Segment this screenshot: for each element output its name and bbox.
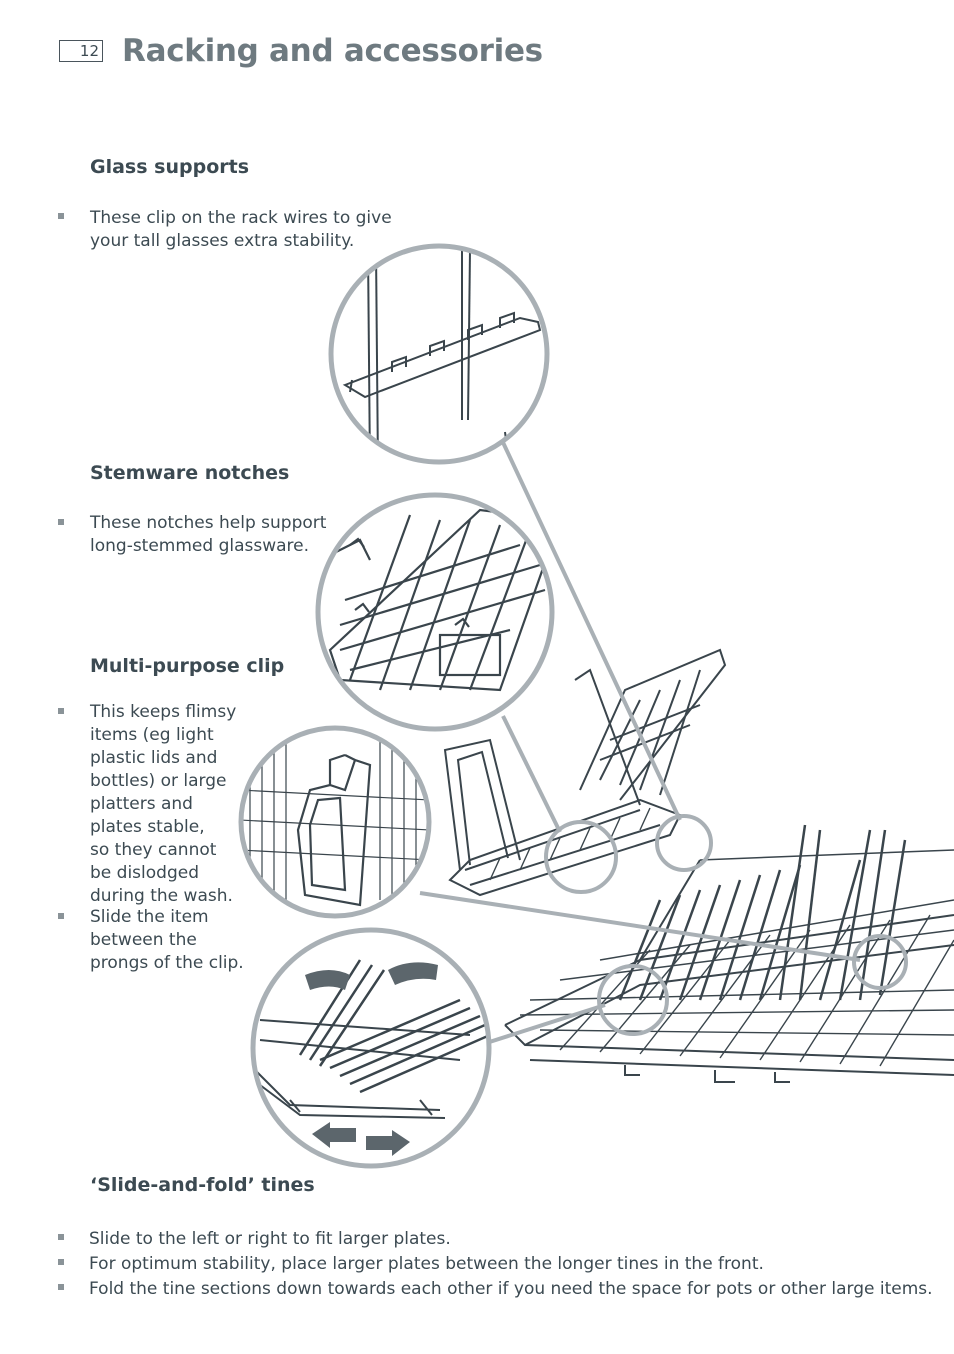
bullet-square-icon — [58, 913, 64, 919]
heading-slide-and-fold: ‘Slide-and-fold’ tines — [90, 1174, 315, 1196]
curved-arrow-icon — [388, 962, 438, 985]
bullet-square-icon — [58, 1284, 64, 1290]
glass-supports-detail — [328, 243, 550, 465]
list-item-text: For optimum stability, place larger plat… — [89, 1254, 764, 1274]
bullet-square-icon — [58, 1259, 64, 1265]
text-line: between the — [90, 930, 197, 950]
multi-purpose-clip-text-1: This keeps flimsy items (eg light plasti… — [90, 701, 236, 908]
text-line: so they cannot — [90, 840, 217, 860]
right-arrow-icon — [366, 1130, 410, 1156]
text-line: This keeps flimsy — [90, 702, 237, 722]
bullet-square-icon — [58, 1234, 64, 1240]
rack-callout-markers — [544, 814, 908, 1036]
slide-and-fold-detail — [250, 927, 492, 1169]
page-title: Racking and accessories — [122, 33, 543, 69]
page-number: 12 — [59, 40, 103, 62]
text-line: your tall glasses extra stability. — [90, 231, 355, 251]
text-line: long-stemmed glassware. — [90, 536, 310, 556]
text-line: plastic lids and — [90, 748, 218, 768]
text-line: Slide the item — [90, 907, 209, 927]
text-line: platters and — [90, 794, 193, 814]
bullet-square-icon — [58, 519, 64, 525]
multi-purpose-clip-text-2: Slide the item between the prongs of the… — [90, 906, 244, 975]
callout-connectors — [419, 435, 861, 1047]
heading-glass-supports: Glass supports — [90, 156, 250, 178]
text-line: prongs of the clip. — [90, 953, 244, 973]
list-item-text: Slide to the left or right to fit larger… — [89, 1229, 451, 1249]
text-line: These clip on the rack wires to give — [90, 208, 392, 228]
glass-supports-text: These clip on the rack wires to give you… — [90, 207, 392, 253]
text-line: bottles) or large — [90, 771, 227, 791]
text-line: during the wash. — [90, 886, 233, 906]
dishwasher-rack-drawing — [443, 648, 954, 1083]
left-arrow-icon — [312, 1122, 356, 1148]
stemware-notches-text: These notches help support long-stemmed … — [90, 512, 326, 558]
bullet-square-icon — [58, 213, 64, 219]
text-line: items (eg light — [90, 725, 214, 745]
heading-stemware-notches: Stemware notches — [90, 462, 290, 484]
text-line: plates stable, — [90, 817, 205, 837]
bullet-square-icon — [58, 708, 64, 714]
heading-multi-purpose-clip: Multi-purpose clip — [90, 655, 285, 677]
text-line: be dislodged — [90, 863, 199, 883]
multi-purpose-clip-detail — [238, 725, 432, 919]
curved-arrow-icon — [305, 970, 350, 990]
list-item-text: Fold the tine sections down towards each… — [89, 1279, 933, 1299]
stemware-notches-detail — [315, 492, 555, 732]
text-line: These notches help support — [90, 513, 327, 533]
